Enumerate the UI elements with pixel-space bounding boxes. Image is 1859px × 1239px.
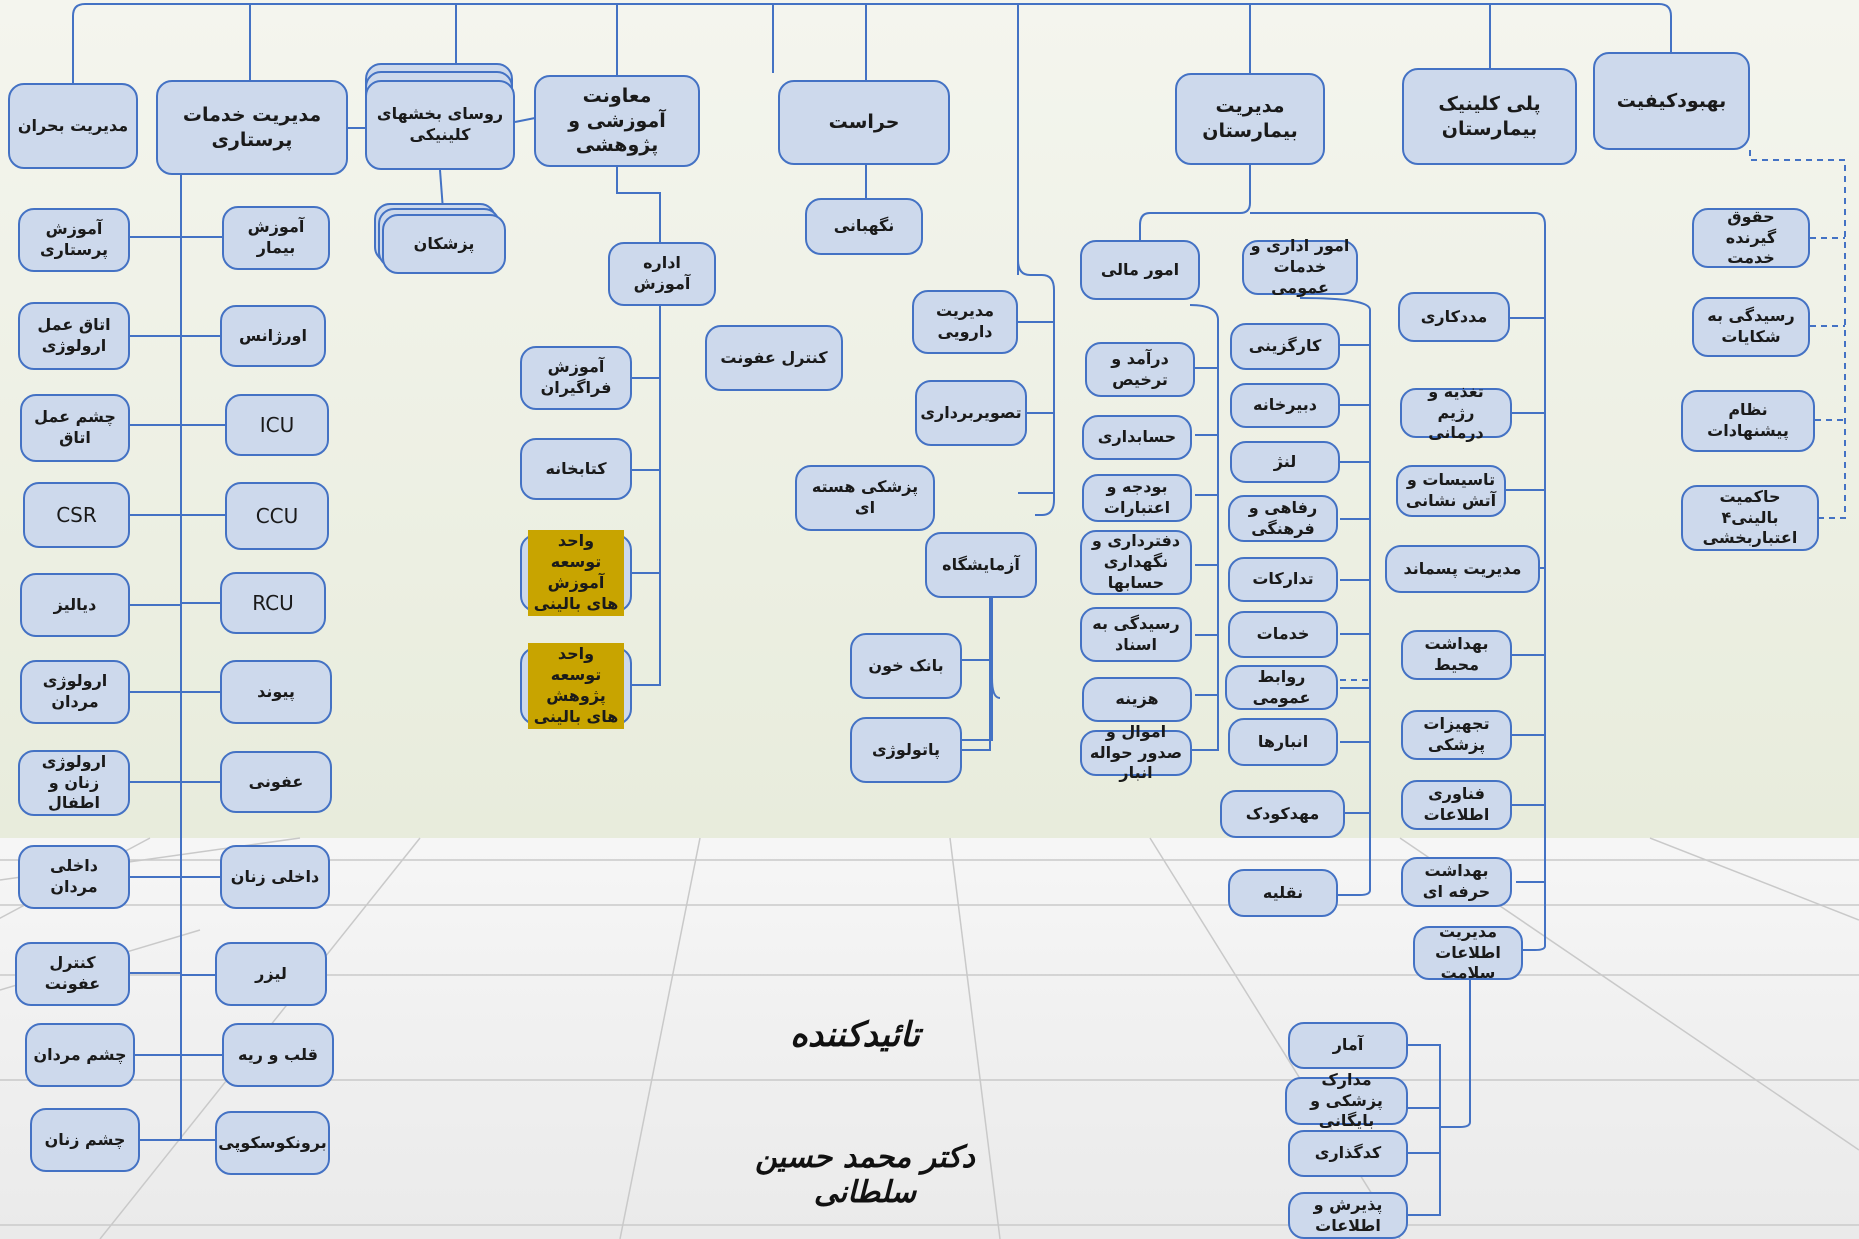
procurement-node: تدارکات: [1228, 557, 1338, 602]
clinical-education-development-label: واحد توسعه آموزش های بالینی: [528, 530, 624, 616]
occupational-health-node: بهداشت حرفه ای: [1401, 857, 1512, 907]
suggestion-system-node: نظام پیشنهادات: [1681, 390, 1815, 452]
admin-general-services-node: امور اداری و خدمات عمومی: [1242, 236, 1358, 297]
transplant-node: پیوند: [220, 660, 332, 724]
security-node: حراست: [778, 80, 950, 165]
internal-women-node: داخلی زنان: [220, 845, 330, 909]
laser-node: لیزر: [215, 942, 327, 1006]
laboratory-node: آزمایشگاه: [925, 532, 1037, 598]
eye-men-node: چشم مردان: [25, 1023, 135, 1087]
urology-men-node: ارولوژی مردان: [20, 660, 130, 724]
trainee-education-node: آموزش فراگیران: [520, 346, 632, 410]
transport-node: نقلیه: [1228, 869, 1338, 917]
complaints-handling-node: رسیدگی به شکایات: [1692, 297, 1810, 357]
document-review-node: رسیدگی به اسناد: [1080, 607, 1192, 662]
icu-node: ICU: [225, 394, 329, 456]
ccu-node: CCU: [225, 482, 329, 550]
cost-node: هزینه: [1082, 677, 1192, 722]
infectious-node: عفونی: [220, 751, 332, 813]
urology-or-node: اتاق عمل ارولوژی: [18, 302, 130, 370]
emergency-node: اورژانس: [220, 305, 326, 367]
infection-control-node: کنترل عفونت: [705, 325, 843, 391]
social-work-node: مددکاری: [1398, 292, 1510, 342]
clinical-research-development-label: واحد توسعه پژوهش های بالینی: [528, 643, 624, 729]
eye-or-node: چشم عمل اتاق: [20, 394, 130, 462]
clinical-department-heads-node: روسای بخشهای کلینیکی: [365, 80, 515, 170]
crisis-management-node: مدیریت بحران: [8, 83, 138, 169]
statistics-node: آمار: [1288, 1022, 1408, 1069]
rcu-node: RCU: [220, 572, 326, 634]
welfare-cultural-node: رفاهی و فرهنگی: [1228, 495, 1338, 542]
urology-women-children-node: ارولوژی زنان و اطفال: [18, 750, 130, 816]
csr-node: CSR: [23, 482, 130, 548]
public-relations-node: روابط عمومی: [1225, 665, 1338, 710]
dialysis-node: دیالیز: [20, 573, 130, 637]
education-research-deputy-node: معاونت آموزشی و پژوهشی: [534, 75, 700, 167]
patient-education-node: آموزش بیمار: [222, 206, 330, 270]
nuclear-medicine-node: پزشکی هسته ای: [795, 465, 935, 531]
education-office-node: اداره آموزش: [608, 242, 716, 306]
client-rights-node: حقوق گیرنده خدمت: [1692, 207, 1810, 268]
quality-improvement-node: بهبودکیفیت: [1593, 52, 1750, 150]
medical-equipment-node: تجهیزات پزشکی: [1401, 710, 1512, 760]
income-discharge-node: درآمد و ترخیص: [1085, 342, 1195, 397]
nursing-education-node: آموزش پرستاری: [18, 208, 130, 272]
kindergarten-node: مهدکودک: [1220, 790, 1345, 838]
blood-bank-node: بانک خون: [850, 633, 962, 699]
laundry-node: لنژ: [1230, 441, 1340, 483]
environmental-health-node: بهداشت محیط: [1401, 630, 1512, 680]
pathology-node: پاتولوژی: [850, 717, 962, 783]
nursing-services-management-node: مدیریت خدمات پرستاری: [156, 80, 348, 175]
facilities-fire-node: تاسیسات و آتش نشانی: [1396, 465, 1506, 517]
services-node: خدمات: [1228, 611, 1338, 658]
bookkeeping-node: دفترداری و نگهداری حسابها: [1080, 530, 1192, 595]
secretariat-node: دبیرخانه: [1230, 383, 1340, 428]
medical-records-archive-node: مدارک پزشکی و بایگانی: [1285, 1070, 1408, 1130]
waste-management-node: مدیریت پسماند: [1385, 545, 1540, 593]
heart-lung-node: قلب و ریه: [222, 1023, 334, 1087]
assets-warrant-node: اموال و صدور حواله انبار: [1080, 722, 1192, 782]
library-node: کتابخانه: [520, 438, 632, 500]
information-technology-node: فناوری اطلاعات: [1401, 780, 1512, 830]
clinical-education-development-node: واحد توسعه آموزش های بالینی: [520, 530, 632, 616]
infection-control-nursing-node: کنترل عفونت: [15, 942, 130, 1006]
staffing-node: کارگزینی: [1230, 323, 1340, 370]
polyclinic-node: پلی کلینیک بیمارستان: [1402, 68, 1577, 165]
nutrition-diet-node: تغذیه و رژیم درمانی: [1400, 382, 1512, 442]
guard-node: نگهبانی: [805, 198, 923, 255]
doctors-node: پزشکان: [382, 214, 506, 274]
accounting-node: حسابداری: [1082, 415, 1192, 460]
coding-node: کدگذاری: [1288, 1130, 1408, 1177]
approver-label: تائیدکننده: [790, 1015, 920, 1055]
pharmacy-management-node: مدیریت دارویی: [912, 290, 1018, 354]
finance-node: امور مالی: [1080, 240, 1200, 300]
internal-men-node: داخلی مردان: [18, 845, 130, 909]
eye-women-node: چشم زنان: [30, 1108, 140, 1172]
imaging-node: تصویربرداری: [915, 380, 1027, 446]
budget-credits-node: بودجه و اعتبارات: [1082, 474, 1192, 522]
warehouses-node: انبارها: [1228, 718, 1338, 766]
hospital-management-node: مدیریت بیمارستان: [1175, 73, 1325, 165]
clinical-governance-accreditation-node: حاکمیت بالینی۴ اعتباربخشی: [1681, 485, 1819, 551]
health-information-management-node: مدیریت اطلاعات سلامت: [1413, 922, 1523, 982]
clinical-research-development-node: واحد توسعه پژوهش های بالینی: [520, 643, 632, 729]
admission-information-node: پذیرش و اطلاعات: [1288, 1192, 1408, 1239]
bronchoscopy-node: برونکوسکوپی: [215, 1111, 330, 1175]
approver-name-signature: دکتر محمد حسین سلطانی: [755, 1140, 975, 1210]
